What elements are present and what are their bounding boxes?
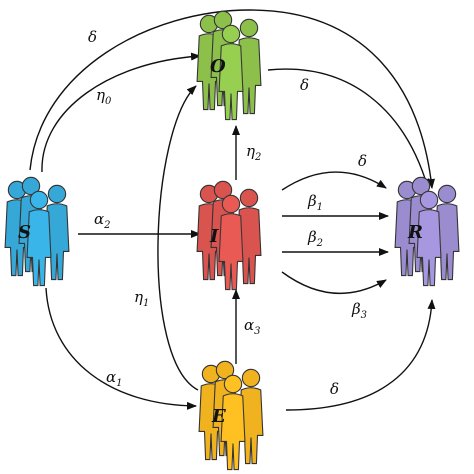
- edges: [29, 9, 436, 411]
- edge-i-r-beta3: [281, 271, 387, 295]
- edge-o-r-delta: [267, 68, 430, 189]
- label-i-r-beta2: β2: [307, 228, 323, 249]
- group-i: I: [196, 180, 262, 291]
- label-e-i-alpha3: α3: [244, 316, 261, 337]
- edge-s-o-eta0: [41, 52, 201, 173]
- group-label-r: R: [407, 222, 423, 243]
- group-e: E: [198, 360, 264, 471]
- label-i-r-beta3: β3: [351, 300, 367, 321]
- group-label-o: O: [210, 56, 226, 77]
- label-e-r-delta: δ: [330, 380, 339, 398]
- edge-labels: δ η0 δ η2 α2 δ β1 β2 β3 η1 α3 α1 δ: [88, 28, 367, 398]
- label-i-r-delta: δ: [358, 152, 367, 170]
- label-s-r-delta: δ: [88, 28, 97, 46]
- edge-i-r-delta: [281, 171, 387, 191]
- edge-s-r-delta: [29, 9, 435, 189]
- label-s-e-alpha1: α1: [106, 368, 123, 389]
- group-label-i: I: [209, 226, 219, 247]
- edge-e-o-eta1: [157, 85, 199, 391]
- group-o: O: [196, 10, 262, 121]
- label-s-o-eta0: η0: [96, 86, 112, 107]
- group-r: R: [394, 176, 460, 287]
- group-label-s: S: [18, 222, 31, 243]
- label-e-o-eta1: η1: [134, 288, 149, 309]
- label-i-o-eta2: η2: [246, 142, 261, 163]
- edge-e-r-delta: [285, 299, 436, 411]
- group-label-e: E: [211, 406, 226, 427]
- group-s: S: [4, 176, 70, 287]
- label-s-i-alpha2: α2: [94, 210, 111, 231]
- label-i-r-beta1: β1: [307, 192, 323, 213]
- label-o-r-delta: δ: [300, 76, 309, 94]
- edge-s-e-alpha1: [45, 287, 197, 410]
